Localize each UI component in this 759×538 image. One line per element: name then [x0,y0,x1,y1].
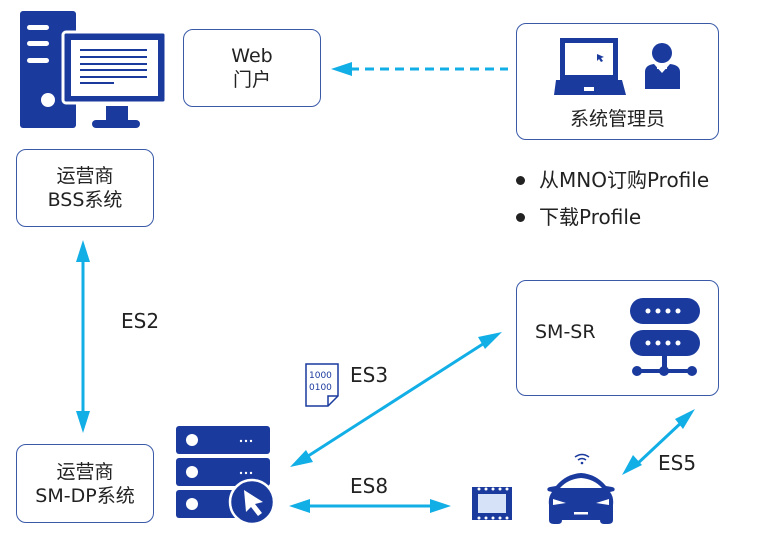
sm-sr-label: SM-SR [535,321,596,343]
es8-label: ES8 [350,474,389,498]
admin-task-item: 从MNO订购Profile [516,162,709,199]
arrowhead-up [76,240,90,262]
bss-line1: 运营商 [56,165,114,187]
es3-label: ES3 [350,363,389,387]
binary-line2: 0100 [309,383,332,393]
sm-dp-line1: 运营商 [56,460,114,483]
system-admin-label: 系统管理员 [569,108,665,130]
arrowhead [675,409,695,429]
task-text: 下载Profile [539,205,642,229]
sm-dp-system-box: 运营商 SM-DP系统 [16,444,154,523]
arrowhead [430,499,451,513]
es5-label: ES5 [658,451,697,475]
web-portal-line1: Web [231,45,273,67]
binary-line1: 1000 [309,371,332,381]
arrowhead-down [76,411,90,433]
es3-link [304,340,487,460]
web-portal-line2: 门户 [232,69,271,91]
web-portal-box: Web 门户 [183,29,321,107]
sm-dp-line2: SM-DP系统 [35,484,135,507]
arrowhead [622,455,642,475]
desktop-computer-icon [20,11,168,128]
arrowhead [478,332,502,349]
es5-link [634,419,685,467]
arrowhead [289,499,310,513]
admin-task-item: 下载Profile [516,199,709,236]
task-text: 从MNO订购Profile [539,168,710,192]
bss-line2: BSS系统 [47,189,123,211]
bss-system-box: 运营商 BSS系统 [16,149,154,227]
arrowhead [290,450,313,467]
admin-task-list: 从MNO订购Profile 下载Profile [516,162,709,236]
bullet-icon [516,213,525,222]
es2-label: ES2 [121,309,160,333]
arrowhead-left [331,62,352,76]
bullet-icon [516,176,525,185]
